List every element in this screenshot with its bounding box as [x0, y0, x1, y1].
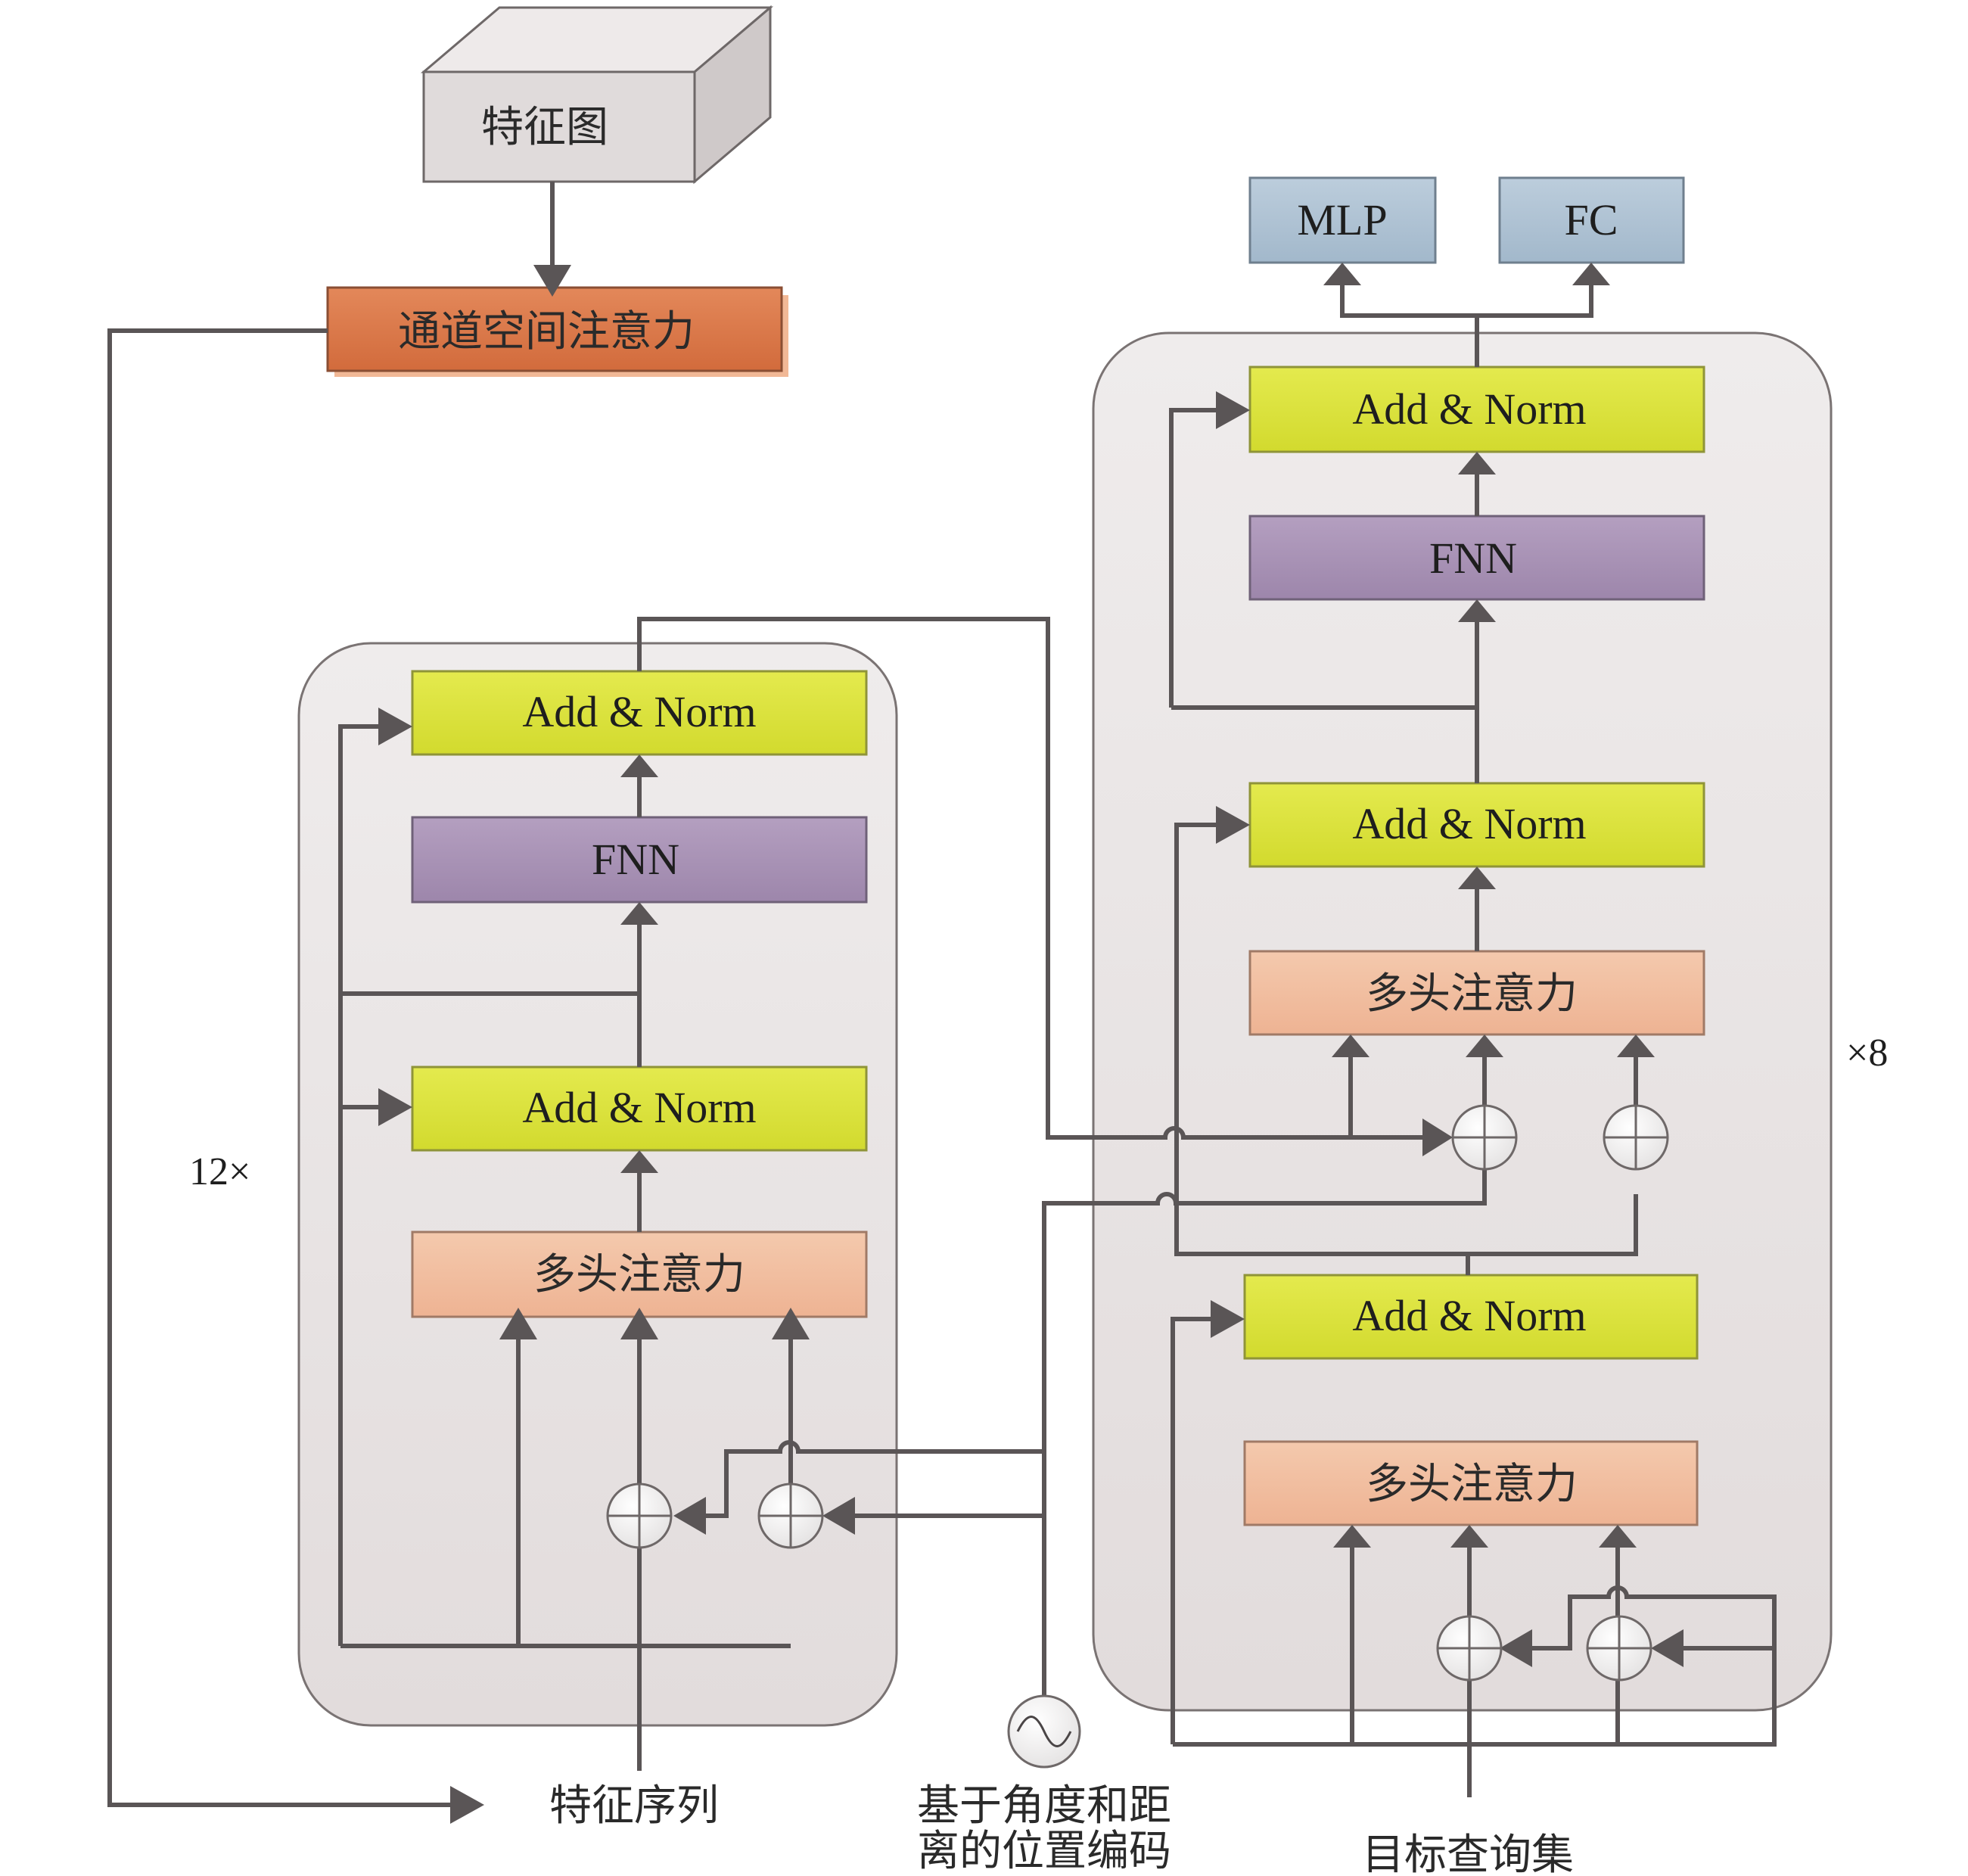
decoder-add-norm-upper: Add & Norm [1248, 782, 1705, 868]
decoder-repeat-label: ×8 [1846, 1031, 1888, 1075]
fc-head: FC [1498, 176, 1685, 264]
position-encoding-label-line2: 离的位置编码 [917, 1827, 1171, 1876]
target-queries-label: 目标查询集 [1362, 1831, 1574, 1876]
encoder-fnn-label: FNN [592, 835, 679, 884]
decoder-query-sum-node-left [1436, 1615, 1503, 1682]
decoder-add-norm-lower: Add & Norm [1243, 1274, 1699, 1360]
position-encoding-label-line1: 基于角度和距 [917, 1781, 1171, 1831]
decoder-multi-head-attention-upper: 多头注意力 [1248, 950, 1705, 1036]
encoder-container [297, 642, 898, 1727]
fc-label: FC [1565, 195, 1618, 244]
decoder-add-norm-upper-label: Add & Norm [1352, 799, 1586, 848]
decoder-fnn: FNN [1248, 515, 1705, 601]
decoder-sum-node-mid [1451, 1104, 1518, 1171]
encoder-sum-node-left [606, 1482, 673, 1549]
feature-map-label: 特征图 [481, 103, 608, 152]
feature-sequence-label: 特征序列 [549, 1781, 719, 1831]
encoder-mha-label: 多头注意力 [533, 1250, 745, 1299]
decoder-add-norm-lower-label: Add & Norm [1352, 1291, 1586, 1340]
mlp-head: MLP [1248, 176, 1437, 264]
encoder-add-norm-top: Add & Norm [411, 670, 868, 756]
mlp-label: MLP [1297, 195, 1387, 244]
sine-wave-icon [1007, 1694, 1081, 1769]
decoder-query-sum-node-right [1586, 1615, 1652, 1682]
encoder-add-norm-top-label: Add & Norm [522, 687, 756, 736]
decoder-sum-node-right [1603, 1104, 1669, 1171]
decoder-mha-lower-label: 多头注意力 [1366, 1460, 1578, 1509]
encoder-sum-node-right [757, 1482, 824, 1549]
encoder-multi-head-attention: 多头注意力 [411, 1230, 868, 1318]
channel-spatial-attention-label: 通道空间注意力 [398, 307, 695, 356]
encoder-fnn: FNN [411, 816, 868, 904]
wires [107, 182, 1777, 1807]
arrowheads [378, 263, 1684, 1824]
decoder-multi-head-attention-lower: 多头注意力 [1243, 1440, 1699, 1526]
decoder-add-norm-top: Add & Norm [1248, 366, 1705, 453]
decoder-add-norm-top-label: Add & Norm [1352, 384, 1586, 434]
feature-map-box: 特征图 [420, 5, 774, 185]
encoder-add-norm-mid-label: Add & Norm [522, 1083, 756, 1132]
encoder-add-norm-mid: Add & Norm [411, 1066, 868, 1152]
decoder-mha-upper-label: 多头注意力 [1366, 969, 1578, 1019]
encoder-repeat-label: 12× [189, 1150, 250, 1193]
decoder-fnn-label: FNN [1429, 534, 1517, 583]
